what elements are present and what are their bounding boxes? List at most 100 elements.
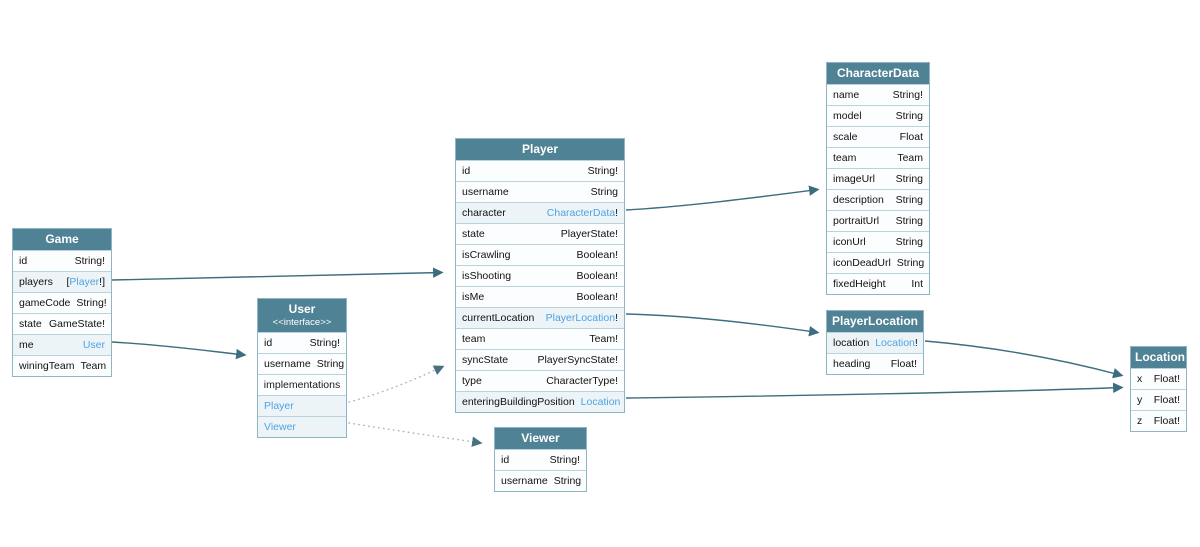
field-row: id String! (495, 449, 586, 470)
edge-game-players-to-player (111, 267, 444, 281)
table-location[interactable]: Location x Float! y Float! z Float! (1130, 346, 1187, 432)
field-row: currentLocation PlayerLocation! (456, 307, 624, 328)
table-playerlocation[interactable]: PlayerLocation location Location! headin… (826, 310, 924, 375)
field-type: PlayerLocation! (545, 312, 618, 324)
field-row: character CharacterData! (456, 202, 624, 223)
implementations-section-label: implementations (258, 373, 346, 395)
field-row: imageUrl String (827, 168, 929, 189)
field-row: me User (13, 334, 111, 355)
table-viewer-title[interactable]: Viewer (495, 428, 586, 449)
implementation-row[interactable]: Player (258, 394, 346, 416)
field-name: me (19, 339, 34, 351)
field-type: Boolean! (576, 249, 618, 261)
table-playerlocation-title[interactable]: PlayerLocation (827, 311, 923, 332)
table-location-title[interactable]: Location (1131, 347, 1186, 368)
field-type: Team! (589, 333, 618, 345)
field-row: name String! (827, 84, 929, 105)
edge-player-currentlocation-to-playerlocation (625, 313, 820, 337)
field-type: CharacterType! (546, 375, 618, 387)
field-type: CharacterData! (546, 207, 618, 219)
field-name: id (462, 165, 471, 177)
field-type: String (895, 173, 923, 185)
field-row: y Float! (1131, 389, 1186, 410)
field-type: String (895, 194, 923, 206)
field-name: id (501, 454, 510, 466)
field-name: iconUrl (833, 236, 866, 248)
implementation-link-viewer[interactable]: Viewer (264, 420, 296, 433)
edge-game-me-to-user (111, 341, 247, 360)
table-player[interactable]: Player id String! username String charac… (455, 138, 625, 413)
field-row: type CharacterType! (456, 370, 624, 391)
table-characterdata[interactable]: CharacterData name String! model String … (826, 62, 930, 295)
field-type: Float! (890, 358, 917, 370)
field-type: String (553, 475, 582, 487)
table-game[interactable]: Game id String! players [Player!] gameCo… (12, 228, 112, 377)
field-name: team (833, 152, 857, 164)
field-type: Team (897, 152, 923, 164)
implementation-row[interactable]: Viewer (258, 415, 346, 437)
field-row: gameCode String! (13, 292, 111, 313)
table-user-title[interactable]: User<<interface>> (258, 299, 346, 332)
table-characterdata-title[interactable]: CharacterData (827, 63, 929, 84)
field-name: imageUrl (833, 173, 876, 185)
field-row: id String! (456, 160, 624, 181)
field-name: fixedHeight (833, 278, 886, 290)
field-type: String! (309, 336, 340, 349)
field-name: id (264, 336, 273, 349)
field-row: enteringBuildingPosition Location (456, 391, 624, 412)
field-name: portraitUrl (833, 215, 880, 227)
field-row: id String! (13, 250, 111, 271)
implementation-link-player[interactable]: Player (264, 399, 294, 412)
table-game-title[interactable]: Game (13, 229, 111, 250)
field-name: model (833, 110, 862, 122)
type-link-user[interactable]: User (82, 339, 105, 351)
field-name: isMe (462, 291, 485, 303)
field-type: Boolean! (576, 291, 618, 303)
field-type: String (895, 236, 923, 248)
field-type: GameState! (48, 318, 105, 330)
table-player-title[interactable]: Player (456, 139, 624, 160)
field-type: Team (80, 360, 107, 372)
field-type: Location! (875, 337, 918, 349)
edge-user-impl-player (348, 365, 445, 403)
field-row: model String (827, 105, 929, 126)
field-name: state (19, 318, 42, 330)
interface-stereotype: <<interface>> (272, 317, 332, 328)
field-name: iconDeadUrl (833, 257, 891, 269)
field-row: team Team (827, 147, 929, 168)
field-row: team Team! (456, 328, 624, 349)
type-link-location[interactable]: Location (580, 396, 621, 408)
field-row: state GameState! (13, 313, 111, 334)
field-row: username String (495, 470, 586, 491)
field-row: scale Float (827, 126, 929, 147)
field-name: isCrawling (462, 249, 511, 261)
field-type: String (896, 257, 925, 269)
type-link-characterdata[interactable]: CharacterData (546, 207, 616, 219)
field-name: team (462, 333, 486, 345)
type-link-player[interactable]: Player (69, 276, 100, 288)
field-name: description (833, 194, 884, 206)
field-type: String (895, 215, 923, 227)
field-name: character (462, 207, 506, 219)
field-type: Float! (1153, 415, 1180, 427)
table-viewer[interactable]: Viewer id String! username String (494, 427, 587, 492)
table-user[interactable]: User<<interface>> id String! username St… (257, 298, 347, 438)
field-row: description String (827, 189, 929, 210)
field-name: y (1137, 394, 1143, 406)
field-name: x (1137, 373, 1143, 385)
field-name: heading (833, 358, 871, 370)
field-row: iconDeadUrl String (827, 252, 929, 273)
type-link-location[interactable]: Location (875, 337, 915, 349)
field-row: z Float! (1131, 410, 1186, 431)
field-name: type (462, 375, 482, 387)
type-link-playerlocation[interactable]: PlayerLocation (545, 312, 616, 324)
field-name: isShooting (462, 270, 512, 282)
field-type: String! (549, 454, 580, 466)
field-name: syncState (462, 354, 509, 366)
field-name: z (1137, 415, 1143, 427)
field-type: Float! (1153, 373, 1180, 385)
field-name: username (501, 475, 548, 487)
field-type: [Player!] (66, 276, 105, 288)
field-type: Location (581, 396, 621, 408)
field-row: isShooting Boolean! (456, 265, 624, 286)
